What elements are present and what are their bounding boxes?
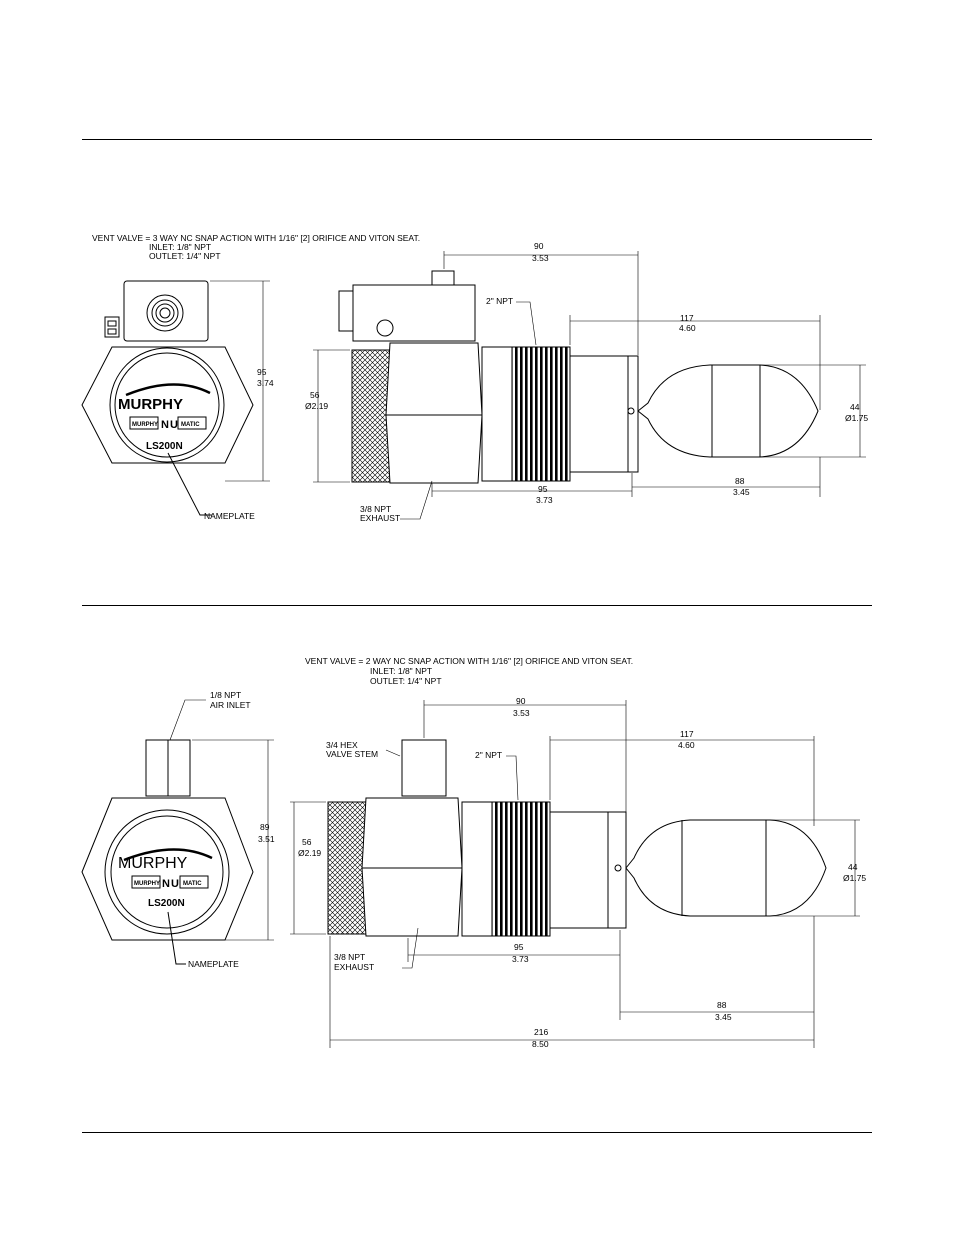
brand-logo: MURPHY <box>118 396 183 413</box>
inlet-note: INLET: 1/8" NPT <box>370 666 432 676</box>
exhaust-label-2: EXHAUST <box>360 513 400 523</box>
float-mm-label: 88 <box>717 1000 727 1010</box>
vent-valve-note: VENT VALVE = 2 WAY NC SNAP ACTION WITH 1… <box>305 656 633 666</box>
hex-mm-label: 56 <box>302 837 312 847</box>
body-mm-label: 95 <box>538 484 548 494</box>
side-view: 2" NPT 3/8 NPT EXHAUST 56 Ø2.19 90 3.53 … <box>305 241 868 523</box>
hex-in-label: Ø2.19 <box>305 401 328 411</box>
vent-valve-note: VENT VALVE = 3 WAY NC SNAP ACTION WITH 1… <box>92 233 420 243</box>
hex-mm-label: 56 <box>310 390 320 400</box>
brand-n-text: N <box>161 419 169 431</box>
height-in-label: 3.74 <box>257 378 274 388</box>
middle-rule <box>82 605 872 606</box>
brand-u-text: U <box>171 878 179 890</box>
model-label: LS200N <box>148 898 185 909</box>
nameplate-label: NAMEPLATE <box>204 511 255 521</box>
front-view: MURPHY MURPHY N U MATIC LS200N NAMEPLATE… <box>81 690 275 969</box>
overall-in-label: 8.50 <box>532 1039 549 1049</box>
inlet-label-1: 1/8 NPT <box>210 690 241 700</box>
body-in-label: 3.73 <box>536 495 553 505</box>
brand-n-text: N <box>162 878 170 890</box>
top-drawing: VENT VALVE = 3 WAY NC SNAP ACTION WITH 1… <box>81 233 868 523</box>
outlet-note: OUTLET: 1/4" NPT <box>149 251 221 261</box>
float-in-label: 3.45 <box>715 1012 732 1022</box>
float-length-in-label: 4.60 <box>678 740 695 750</box>
stem-in-label: 3.53 <box>532 253 549 263</box>
thread-label: 2" NPT <box>486 296 513 306</box>
float-in-label: 3.45 <box>733 487 750 497</box>
exhaust-label-1: 3/8 NPT <box>334 952 365 962</box>
stem-mm-label: 90 <box>534 241 544 251</box>
model-label: LS200N <box>146 441 183 452</box>
thread-label: 2" NPT <box>475 750 502 760</box>
bottom-rule <box>82 1132 872 1133</box>
float-diameter-mm-label: 44 <box>850 402 860 412</box>
float-length-in-label: 4.60 <box>679 323 696 333</box>
brand-matic-text: MATIC <box>181 422 200 428</box>
valve-stem-label-1: 3/4 HEX <box>326 740 358 750</box>
stem-in-label: 3.53 <box>513 708 530 718</box>
body-in-label: 3.73 <box>512 954 529 964</box>
nameplate-label: NAMEPLATE <box>188 959 239 969</box>
height-in-label: 3.51 <box>258 834 275 844</box>
brand-small-text: MURPHY <box>134 881 160 887</box>
body-mm-label: 95 <box>514 942 524 952</box>
inlet-note: INLET: 1/8" NPT <box>149 242 211 252</box>
hex-in-label: Ø2.19 <box>298 848 321 858</box>
valve-stem-label-2: VALVE STEM <box>326 749 378 759</box>
brand-u-text: U <box>170 419 178 431</box>
float-diameter-in-label: Ø1.75 <box>845 413 868 423</box>
height-mm-label: 89 <box>260 822 270 832</box>
float-mm-label: 88 <box>735 476 745 486</box>
side-view: 3/4 HEX VALVE STEM 2" NPT 3/8 NPT EXHAUS… <box>290 696 866 1049</box>
top-rule <box>82 139 872 140</box>
height-mm-label: 95 <box>257 367 267 377</box>
inlet-label-2: AIR INLET <box>210 700 251 710</box>
outlet-note: OUTLET: 1/4" NPT <box>370 676 442 686</box>
float-diameter-mm-label: 44 <box>848 862 858 872</box>
exhaust-label-1: 3/8 NPT <box>360 504 391 514</box>
exhaust-label-2: EXHAUST <box>334 962 374 972</box>
stem-mm-label: 90 <box>516 696 526 706</box>
front-view: MURPHY MURPHY N U MATIC LS200N NAMEPLATE… <box>81 280 274 521</box>
float-length-mm-label: 117 <box>680 313 694 323</box>
float-diameter-in-label: Ø1.75 <box>843 873 866 883</box>
float-length-mm-label: 117 <box>680 729 694 739</box>
brand-logo: MURPHY <box>118 855 188 872</box>
overall-mm-label: 216 <box>534 1027 548 1037</box>
brand-matic-text: MATIC <box>183 881 202 887</box>
bottom-drawing: VENT VALVE = 2 WAY NC SNAP ACTION WITH 1… <box>81 656 866 1049</box>
brand-small-text: MURPHY <box>132 422 158 428</box>
